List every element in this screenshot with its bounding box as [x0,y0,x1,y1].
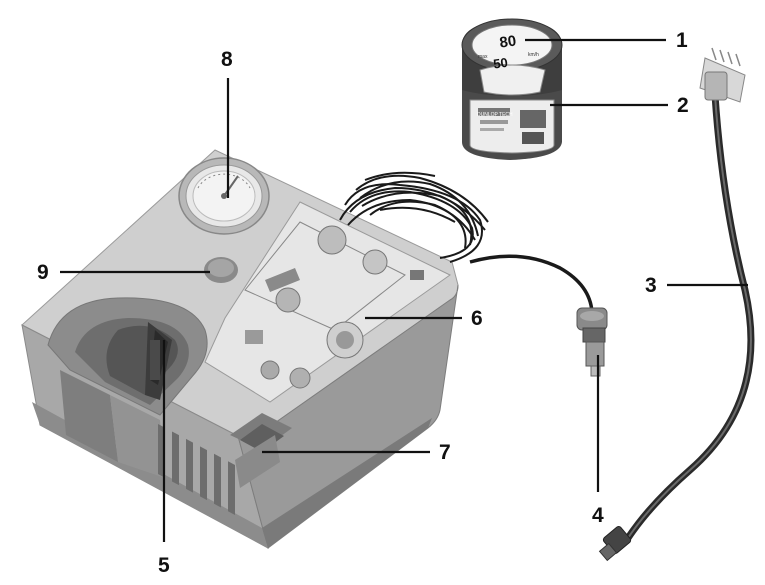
callout-1: 1 [676,29,688,52]
air-hose [598,47,755,562]
callout-4: 4 [592,504,604,527]
bottle-cap-max: max [478,54,488,60]
callout-7: 7 [439,441,451,464]
pressure-gauge [178,157,270,235]
bottle-cap-speed-top: 80 [498,32,517,51]
callout-8: 8 [221,48,233,71]
callout-3: 3 [645,274,657,297]
power-button [204,257,238,283]
bottle-holder [47,297,208,478]
callout-2: 2 [677,94,689,117]
bottle-cap-speed-bottom: 50 [492,55,508,72]
compressor [21,149,459,549]
callout-9: 9 [37,261,49,284]
power-plug [576,307,608,377]
instruction-label [204,201,451,403]
bottle-cap-unit: km/h [528,52,539,58]
hose-slot [230,413,292,488]
callout-layer: 1 2 3 4 5 6 7 8 9 [37,29,748,577]
bottle-brand-label: DUNLOP TECH [477,112,513,118]
callout-5: 5 [158,554,170,577]
callout-6: 6 [471,307,483,330]
power-cable [339,171,594,313]
